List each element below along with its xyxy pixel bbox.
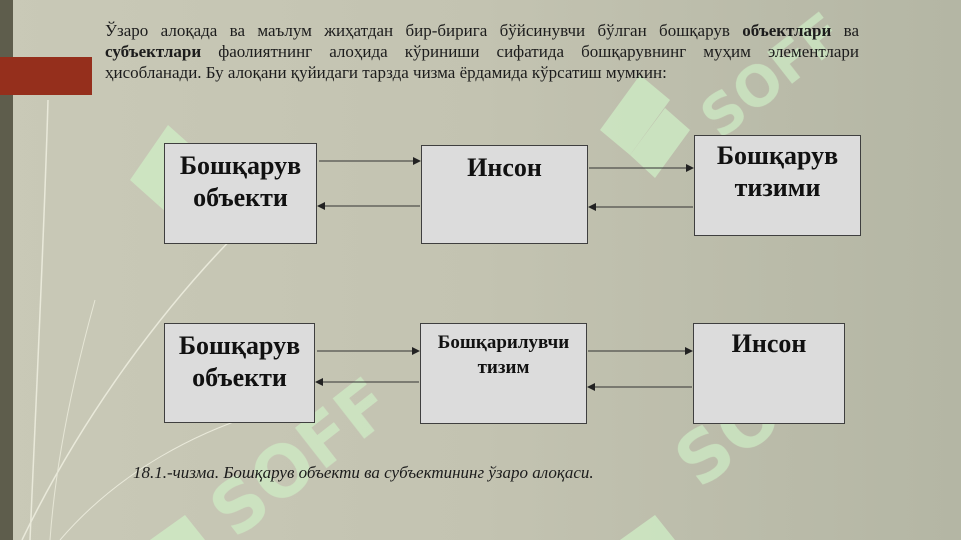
box-label: объекти	[192, 363, 287, 392]
diagram2-system-box: Бошқарилувчи тизим	[420, 323, 587, 424]
diagram1-object-box: Бошқарув объекти	[164, 143, 317, 244]
diagram2-object-box: Бошқарув объекти	[164, 323, 315, 423]
intro-paragraph: Ўзаро алоқада ва маълум жиҳатдан бир-бир…	[105, 20, 859, 83]
box-label: Бошқарув	[178, 331, 301, 360]
box-label: Бошқарилувчи	[437, 332, 570, 353]
diagram1-system-box: Бошқарув тизими	[694, 135, 861, 236]
box-label: Инсон	[731, 329, 807, 358]
intro-text: фаолиятнинг алоҳида кўриниши сифатида бо…	[105, 42, 859, 82]
intro-text: Ўзаро алоқада ва маълум жиҳатдан бир-бир…	[105, 21, 743, 40]
left-side-bar	[0, 0, 13, 540]
box-label: Бошқарув	[179, 151, 302, 180]
box-label: Инсон	[467, 153, 542, 182]
diagram2-human-box: Инсон	[693, 323, 845, 424]
intro-text: ва	[831, 21, 859, 40]
figure-caption: 18.1.-чизма. Бошқарув объекти ва субъект…	[133, 463, 594, 482]
box-label: тизим	[477, 357, 530, 378]
box-label: Бошқарув	[716, 141, 839, 170]
box-label: объекти	[193, 183, 288, 212]
intro-bold-subjects: субъектлари	[105, 42, 202, 61]
diagram1-human-box: Инсон	[421, 145, 588, 244]
box-label: тизими	[734, 173, 821, 202]
accent-bar	[0, 57, 92, 95]
intro-bold-objects: объектлари	[742, 21, 832, 40]
